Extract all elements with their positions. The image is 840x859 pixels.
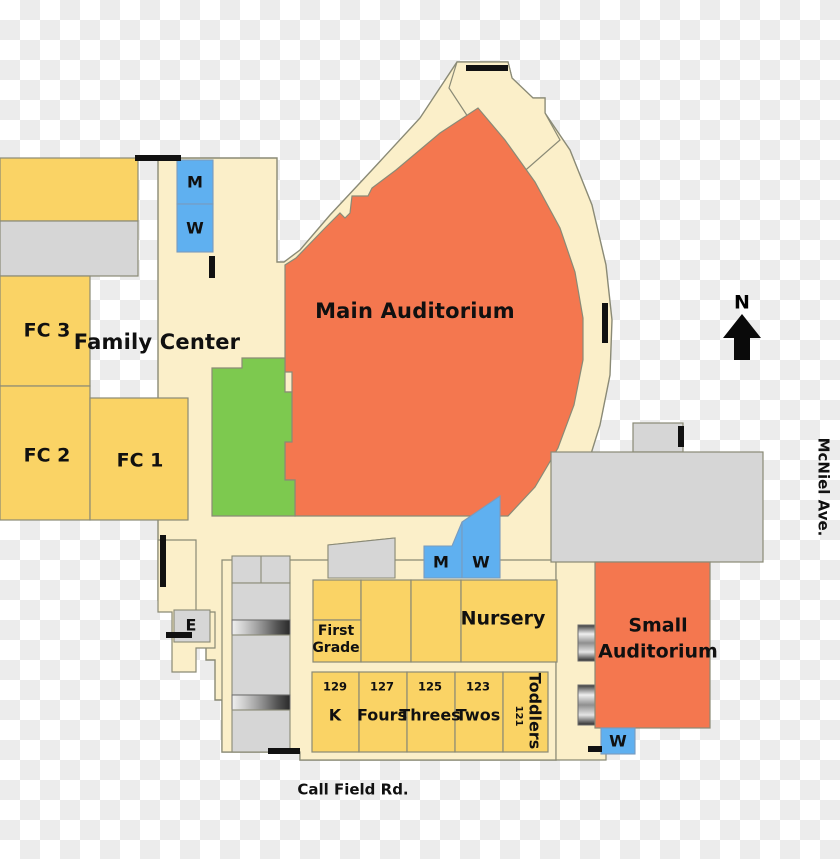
classroom-121-toddlers[interactable] [502,671,549,753]
stair-treads-lower [231,694,291,711]
label-family-center: Family Center [74,330,241,354]
label-classroom-129-number: 129 [323,680,347,694]
label-first-grade-line2: Grade [312,640,359,656]
room-upper-left-gray [0,220,139,277]
stair-core-bottom [231,709,291,753]
room-south-c[interactable] [410,579,462,663]
small-auditorium-shape[interactable] [594,561,711,729]
east-gray-building [550,451,764,563]
label-first-grade-line1: First [318,623,355,639]
label-classroom-125-number: 125 [418,680,442,694]
label-restroom-m-north: M [187,173,203,192]
wall-segments-group [135,65,684,754]
classroom-123[interactable] [454,671,504,753]
street-label-mcniel: McNiel Ave. [815,438,833,537]
label-restroom-w-north: W [186,219,204,238]
label-nursery: Nursery [461,608,546,630]
room-fc-3[interactable] [0,275,91,387]
compass-group: N [723,292,761,360]
east-gray-building-annex [632,422,684,453]
room-first-grade-upper [312,579,362,621]
wall-segment-north-left [135,155,181,161]
wall-segment-stair-south [268,748,300,754]
green-room-shape [211,357,296,517]
wall-segment-fc1-south [166,632,192,638]
label-classroom-121-number: 121 [513,706,524,727]
gray-slanted-block-2 [327,537,396,579]
wall-segment-annex [678,426,684,447]
room-fc-2[interactable] [0,385,91,521]
room-nursery[interactable] [460,579,558,663]
label-main-auditorium: Main Auditorium [315,299,515,323]
wall-segment-restroom-east [209,256,215,278]
stair-treads-upper [231,619,291,636]
label-restroom-w-south: W [609,732,627,751]
label-classroom-127-number: 127 [370,680,394,694]
north-arrow-icon [723,314,761,360]
label-classroom-129: K [329,706,342,725]
label-restroom-m-center: M [433,553,449,572]
stair-core-mid [231,582,291,621]
label-restroom-w-center: W [472,553,490,572]
stair-core-lower [231,634,291,696]
street-label-call-field: Call Field Rd. [297,781,408,799]
restroom-w-center-shape[interactable] [461,494,501,579]
stair-treads-east-lower [577,684,596,726]
label-small-auditorium-line2: Auditorium [598,641,718,663]
room-fc-1[interactable] [89,397,189,521]
wall-segment-left-hall [160,535,166,587]
classroom-127[interactable] [358,671,408,753]
label-classroom-125: Threes [399,706,460,725]
label-classroom-121: Toddlers [526,673,545,749]
label-fc-1: FC 1 [117,450,164,472]
restroom-m-north-shape[interactable] [176,159,214,205]
label-fc-2: FC 2 [24,445,71,467]
label-classroom-123: Twos [456,706,500,725]
label-classroom-127: Fours [357,706,407,725]
restroom-w-south-shape[interactable] [600,727,636,755]
restroom-w-north-shape[interactable] [176,203,214,253]
wall-segment-auditorium-east [602,303,608,343]
label-fc-3: FC 3 [24,320,71,342]
corridor-north-neck [448,61,561,176]
wall-segment-south-corner [588,746,602,752]
compass-north-label: N [734,292,750,314]
stair-treads-east-upper [577,624,596,662]
label-small-auditorium-line1: Small [628,615,687,637]
room-upper-left-yellow [0,157,139,222]
label-elevator: E [186,616,197,635]
stairwell-group-center [231,555,291,753]
room-south-b[interactable] [360,579,412,663]
classroom-129[interactable] [311,671,360,753]
wall-segment-north-entry [466,65,508,71]
label-classroom-123-number: 123 [466,680,490,694]
